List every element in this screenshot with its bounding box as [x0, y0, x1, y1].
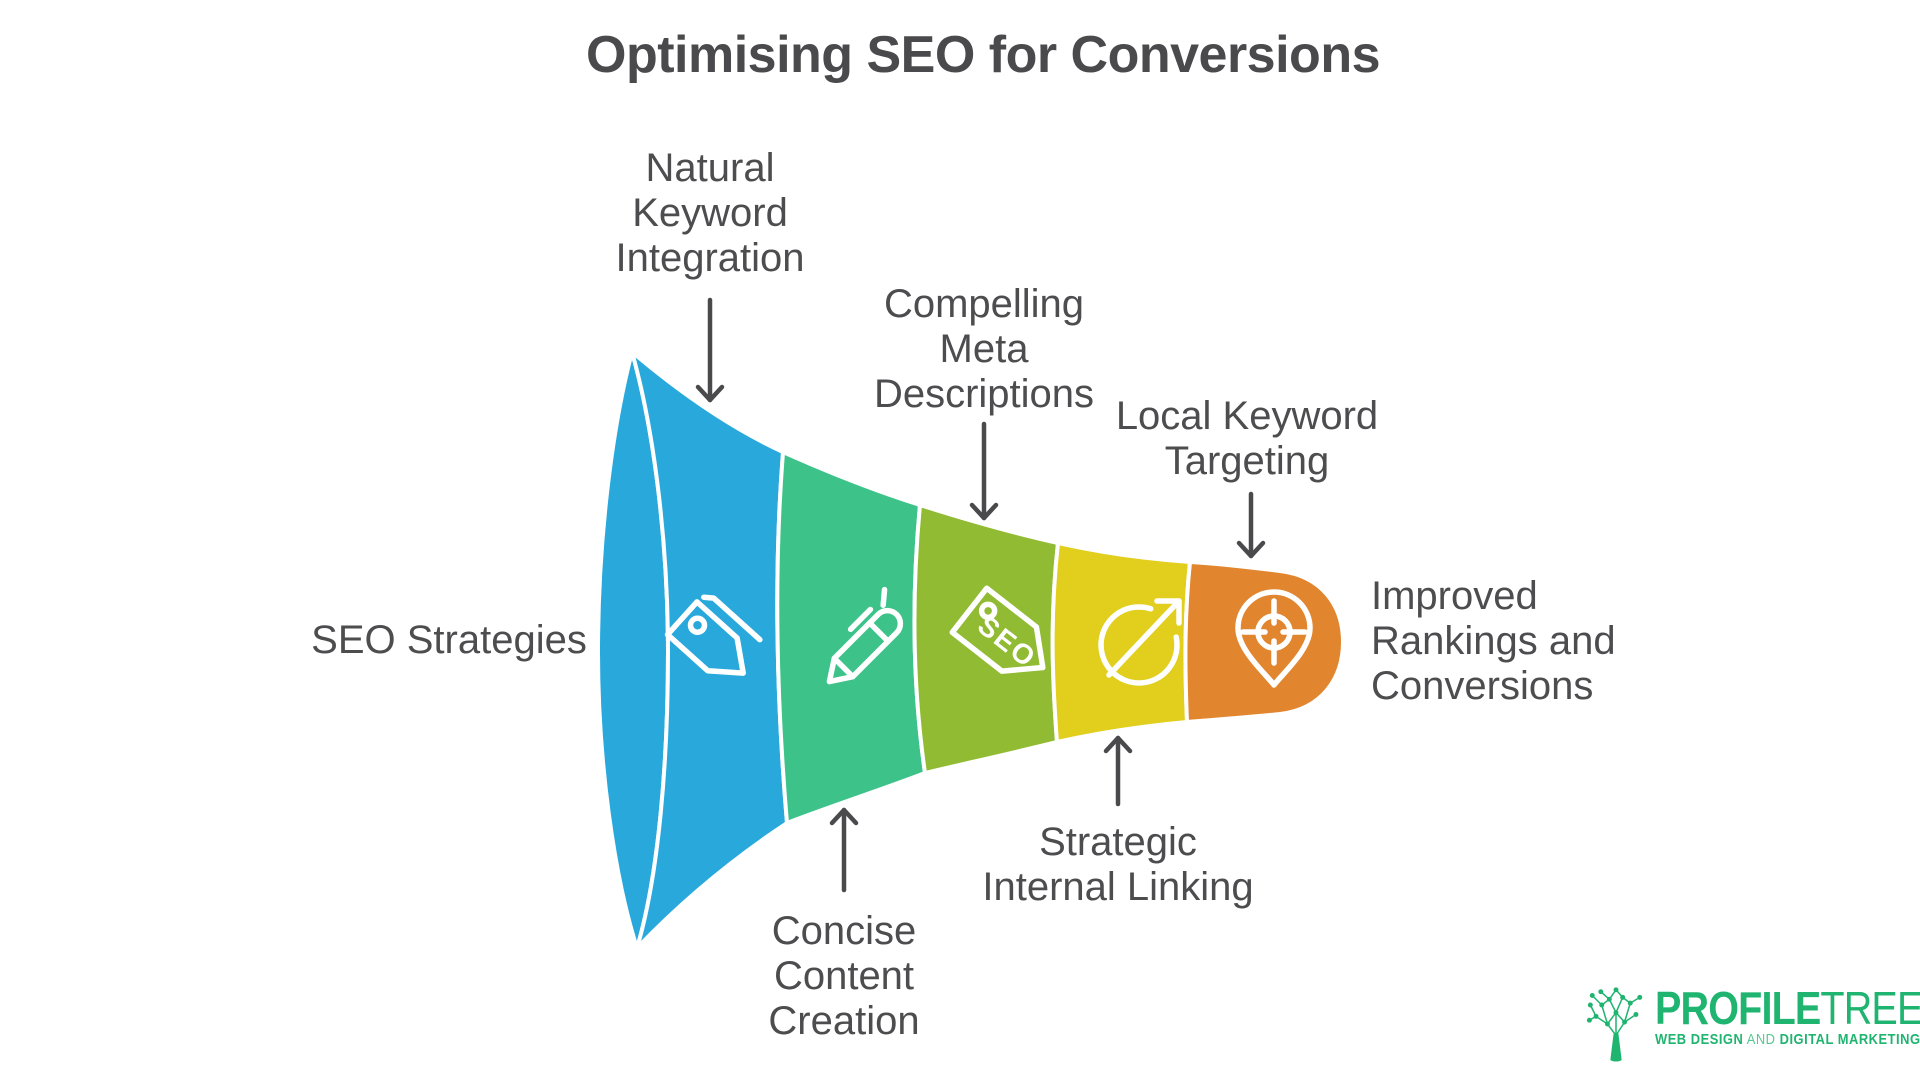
- location-target-icon: [1235, 589, 1313, 688]
- stage-label-concise-content-creation: Concise Content Creation: [768, 909, 920, 1043]
- brand-name-primary: PROFILE: [1655, 982, 1821, 1034]
- circular-arrow-icon: [1098, 598, 1182, 686]
- tagline-tail: DIGITAL MARKETING: [1779, 1031, 1920, 1048]
- tree-network-icon: [1586, 987, 1643, 1062]
- annotation-arrows: [695, 297, 1266, 893]
- tagline-lead: WEB DESIGN: [1655, 1031, 1744, 1048]
- tagline-connector: AND: [1746, 1031, 1776, 1048]
- profiletree-logo: PROFILETREE WEB DESIGN AND DIGITAL MARKE…: [1585, 985, 1920, 1062]
- logo-text: PROFILETREE WEB DESIGN AND DIGITAL MARKE…: [1655, 985, 1920, 1050]
- arrow-up-concise-content-creation: [829, 807, 859, 893]
- stage-label-natural-keyword-integration: Natural Keyword Integration: [615, 146, 805, 280]
- stage-label-strategic-internal-linking: Strategic Internal Linking: [982, 820, 1254, 909]
- arrow-down-local-keyword-targeting: [1236, 491, 1266, 559]
- funnel-stage-concise-content-creation: [775, 450, 927, 825]
- arrow-up-strategic-internal-linking: [1103, 735, 1133, 807]
- stage-label-local-keyword-targeting: Local Keyword Targeting: [1115, 394, 1379, 483]
- tag-icon: [664, 594, 763, 676]
- funnel-output-label: Improved Rankings and Conversions: [1371, 574, 1616, 708]
- page-title: Optimising SEO for Conversions: [586, 26, 1381, 84]
- brand-tagline: WEB DESIGN AND DIGITAL MARKETING: [1655, 1030, 1920, 1050]
- funnel-stage-strategic-internal-linking: [1050, 541, 1192, 744]
- funnel-input-label: SEO Strategies: [311, 618, 587, 662]
- pen-icon: [826, 586, 904, 685]
- stage-label-compelling-meta-descriptions: Compelling Meta Descriptions: [873, 282, 1095, 416]
- arrow-down-compelling-meta-descriptions: [969, 421, 999, 521]
- brand-name-secondary: TREE: [1820, 982, 1920, 1034]
- brand-name: PROFILETREE: [1655, 985, 1920, 1031]
- arrow-down-natural-keyword-integration: [695, 297, 725, 403]
